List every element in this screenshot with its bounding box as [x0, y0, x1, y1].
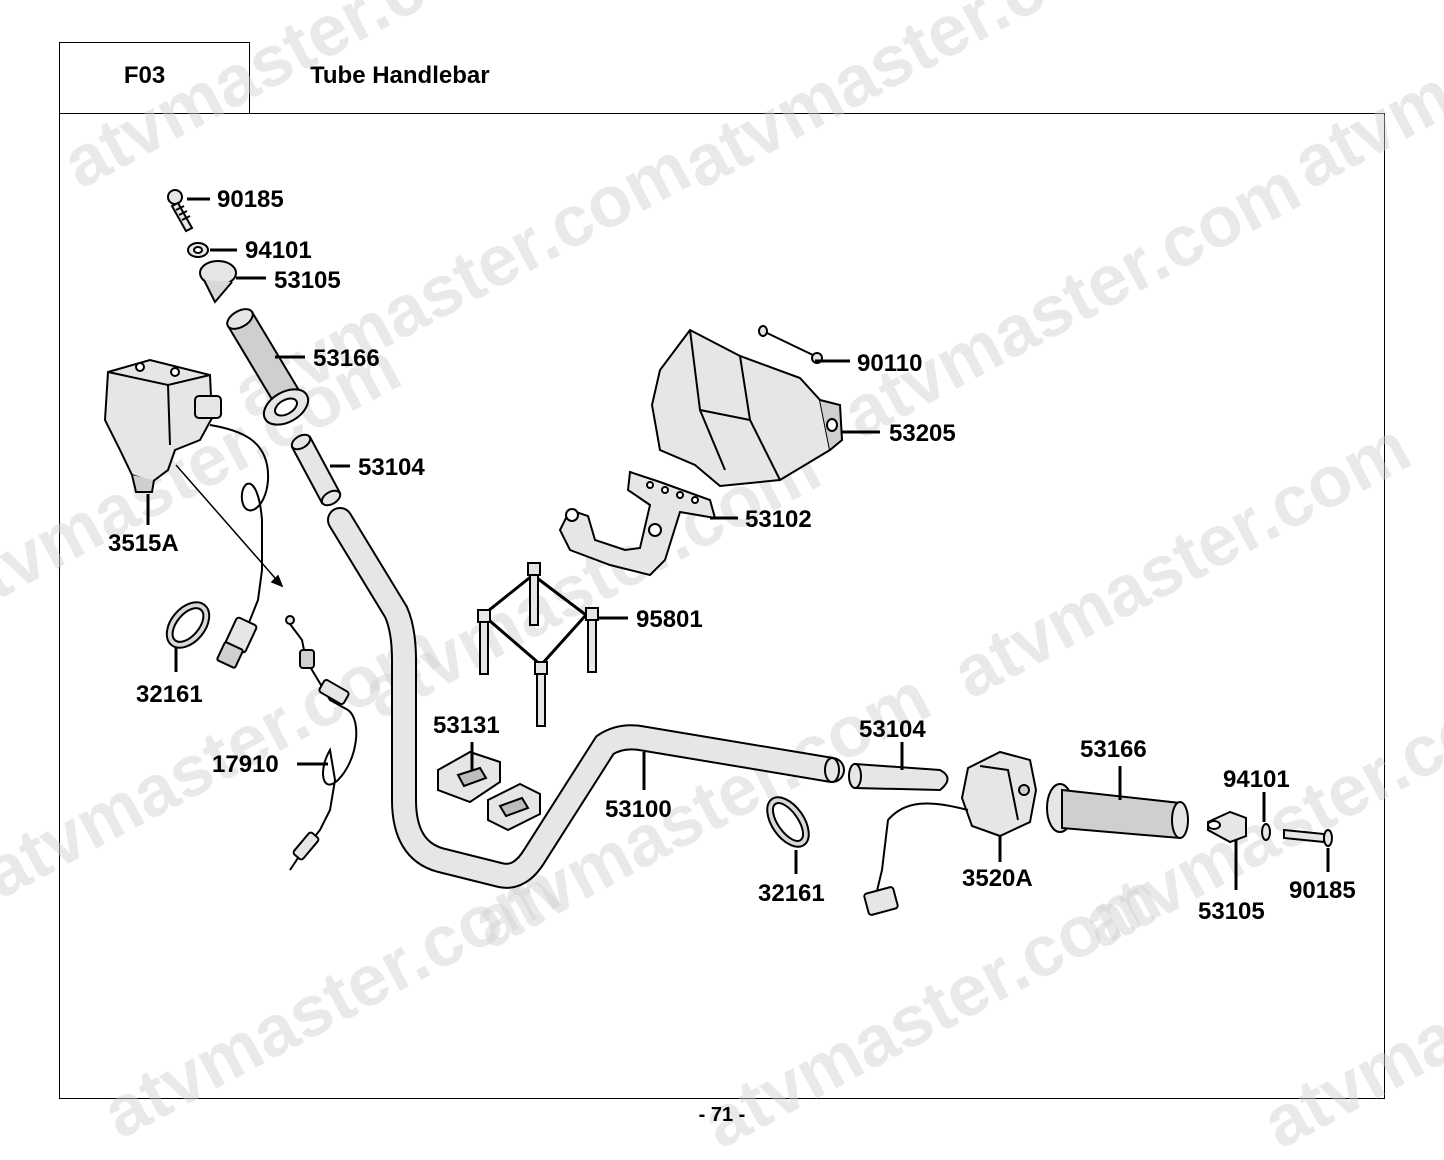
- washer-94101-right: [1261, 823, 1271, 841]
- watermark-text: atvmaster.com: [670, 0, 1153, 204]
- diagram-frame: [59, 113, 1385, 1099]
- part-label-95801: 95801: [636, 606, 703, 633]
- leader-lines: [146, 197, 1330, 890]
- part-labels: 90185 94101 53105 53166 53104 3515A 3216…: [108, 186, 1356, 925]
- part-label-32161-left: 32161: [136, 681, 203, 708]
- watermark-text: atvmaster.com: [0, 327, 413, 634]
- grip-53166-right: [1046, 783, 1189, 840]
- part-label-94101-right: 94101: [1223, 766, 1290, 793]
- part-label-53105-right: 53105: [1198, 898, 1265, 925]
- page-title: Tube Handlebar: [310, 62, 490, 89]
- part-label-17910: 17910: [212, 751, 279, 778]
- screw-90110: [758, 325, 823, 364]
- part-label-90185-right: 90185: [1289, 877, 1356, 904]
- rubber-band-32161-left: [165, 601, 211, 649]
- visor-53205: [650, 328, 844, 488]
- part-label-32161-mid: 32161: [758, 880, 825, 907]
- watermark-text: atvmaster.com: [1280, 0, 1444, 204]
- part-label-53131: 53131: [433, 712, 500, 739]
- part-label-53166-top: 53166: [313, 345, 380, 372]
- tube-53104-right: [848, 762, 949, 792]
- part-label-53104-top: 53104: [358, 454, 425, 481]
- page-number: - 71 -: [698, 1104, 746, 1126]
- part-label-53166-right: 53166: [1080, 736, 1147, 763]
- bar-end-53105-top: [199, 260, 237, 304]
- cable-17910: [285, 615, 358, 871]
- part-label-53105-top: 53105: [274, 267, 341, 294]
- bolt-90185-top: [167, 189, 194, 233]
- bracket-53102: [558, 470, 717, 577]
- bolts-95801: [477, 562, 599, 727]
- assembly-arrow: [175, 464, 284, 588]
- handlebar-53100: [327, 507, 845, 889]
- watermark-text: atvmaster.com: [830, 147, 1313, 454]
- throttle-cable: [209, 424, 270, 669]
- handlebar-clamp-53131: [437, 750, 541, 832]
- part-label-90185-top: 90185: [217, 186, 284, 213]
- part-label-3515A: 3515A: [108, 530, 179, 557]
- watermark-text: atvmaster.com: [940, 407, 1423, 714]
- part-label-53104-right: 53104: [859, 716, 926, 743]
- part-label-90110: 90110: [857, 350, 922, 377]
- part-label-94101-top: 94101: [245, 237, 312, 264]
- part-label-3520A: 3520A: [962, 865, 1033, 892]
- throttle-housing-3515A: [103, 358, 222, 493]
- rubber-band-32161-mid: [766, 796, 810, 848]
- washer-94101-top: [187, 242, 209, 258]
- grip-53166-top: [226, 308, 310, 426]
- part-label-53102: 53102: [745, 506, 812, 533]
- switch-housing-3520A: [863, 750, 1038, 916]
- watermark-text: atvmaster.com: [50, 0, 533, 204]
- bolt-90185-right: [1283, 828, 1333, 847]
- bar-end-53105-right: [1207, 810, 1247, 844]
- part-label-53205: 53205: [889, 420, 956, 447]
- part-label-53100: 53100: [605, 796, 672, 823]
- section-code: F03: [123, 62, 166, 89]
- throttle-tube-53104-top: [290, 433, 342, 507]
